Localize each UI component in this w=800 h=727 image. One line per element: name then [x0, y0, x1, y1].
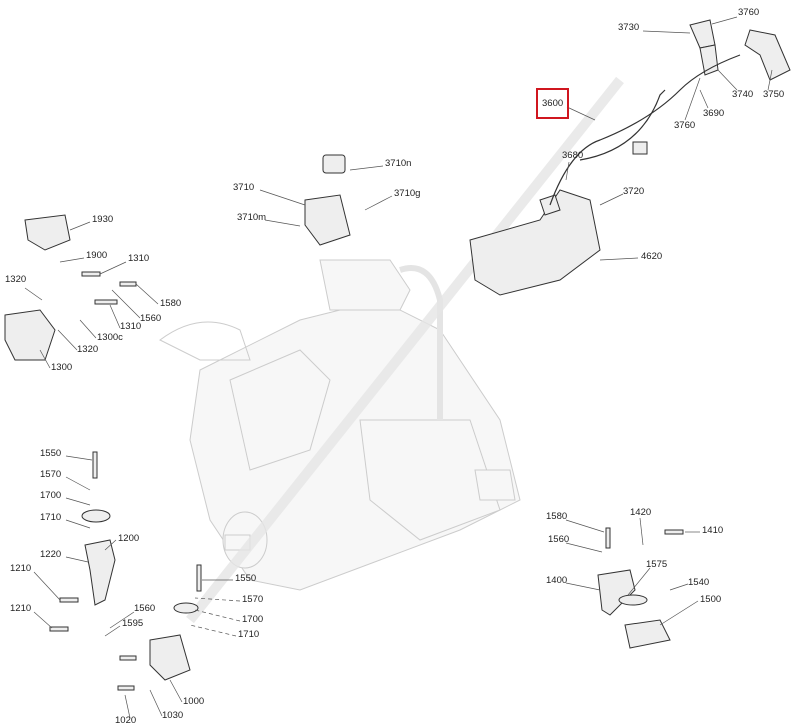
callout-1320-lower[interactable]: 1320	[77, 344, 99, 355]
callout-1320-upper[interactable]: 1320	[5, 274, 27, 285]
callout-3690[interactable]: 3690	[703, 108, 725, 119]
callout-1220[interactable]: 1220	[40, 549, 62, 560]
callout-1550-center[interactable]: 1550	[235, 573, 257, 584]
callout-1560-right[interactable]: 1560	[548, 534, 570, 545]
cable	[549, 54, 741, 206]
callout-1310-upper[interactable]: 1310	[128, 253, 150, 264]
callout-1210-lower[interactable]: 1210	[10, 603, 32, 614]
callout-3680[interactable]: 3680	[562, 150, 584, 161]
callout-1570-center[interactable]: 1570	[242, 594, 264, 605]
callout-1300c[interactable]: 1300c	[97, 332, 123, 343]
callout-3750[interactable]: 3750	[763, 89, 785, 100]
callout-3730[interactable]: 3730	[618, 22, 640, 33]
callout-3760-top[interactable]: 3760	[738, 7, 760, 18]
callout-1700-center[interactable]: 1700	[242, 614, 264, 625]
callout-3760-bottom[interactable]: 3760	[674, 120, 696, 131]
callout-1420[interactable]: 1420	[630, 507, 652, 518]
callout-1030[interactable]: 1030	[162, 710, 184, 721]
callout-3720[interactable]: 3720	[623, 186, 645, 197]
callout-3710g[interactable]: 3710g	[394, 188, 421, 199]
callout-1900[interactable]: 1900	[86, 250, 108, 261]
callout-1575[interactable]: 1575	[646, 559, 668, 570]
callout-1310-lower[interactable]: 1310	[120, 321, 142, 332]
callout-3710m[interactable]: 3710m	[237, 212, 267, 223]
callout-1710-center[interactable]: 1710	[238, 629, 260, 640]
callout-1300[interactable]: 1300	[51, 362, 73, 373]
callout-1540[interactable]: 1540	[688, 577, 710, 588]
callout-3710n[interactable]: 3710n	[385, 158, 412, 169]
callout-1560-center[interactable]: 1560	[134, 603, 156, 614]
callout-1595[interactable]: 1595	[122, 618, 144, 629]
callout-3600-highlighted[interactable]: 3600	[536, 88, 570, 119]
callout-1570-left[interactable]: 1570	[40, 469, 62, 480]
callout-1930[interactable]: 1930	[92, 214, 114, 225]
callout-1710-left[interactable]: 1710	[40, 512, 62, 523]
callout-3710[interactable]: 3710	[233, 182, 255, 193]
callout-1000[interactable]: 1000	[183, 696, 205, 707]
callout-1580-right[interactable]: 1580	[546, 511, 568, 522]
callout-1210-upper[interactable]: 1210	[10, 563, 32, 574]
callout-4620[interactable]: 4620	[641, 251, 663, 262]
watermark	[186, 76, 624, 624]
callout-1020[interactable]: 1020	[115, 715, 137, 726]
callout-3740[interactable]: 3740	[732, 89, 754, 100]
callout-1500[interactable]: 1500	[700, 594, 722, 605]
leader-lines	[24, 16, 773, 719]
callout-1560-left[interactable]: 1560	[140, 313, 162, 324]
callout-1410[interactable]: 1410	[702, 525, 724, 536]
callout-1580-left[interactable]: 1580	[160, 298, 182, 309]
parts	[4, 19, 791, 691]
callout-1400[interactable]: 1400	[546, 575, 568, 586]
callout-1700-left[interactable]: 1700	[40, 490, 62, 501]
callout-1550-left[interactable]: 1550	[40, 448, 62, 459]
callout-1200[interactable]: 1200	[118, 533, 140, 544]
